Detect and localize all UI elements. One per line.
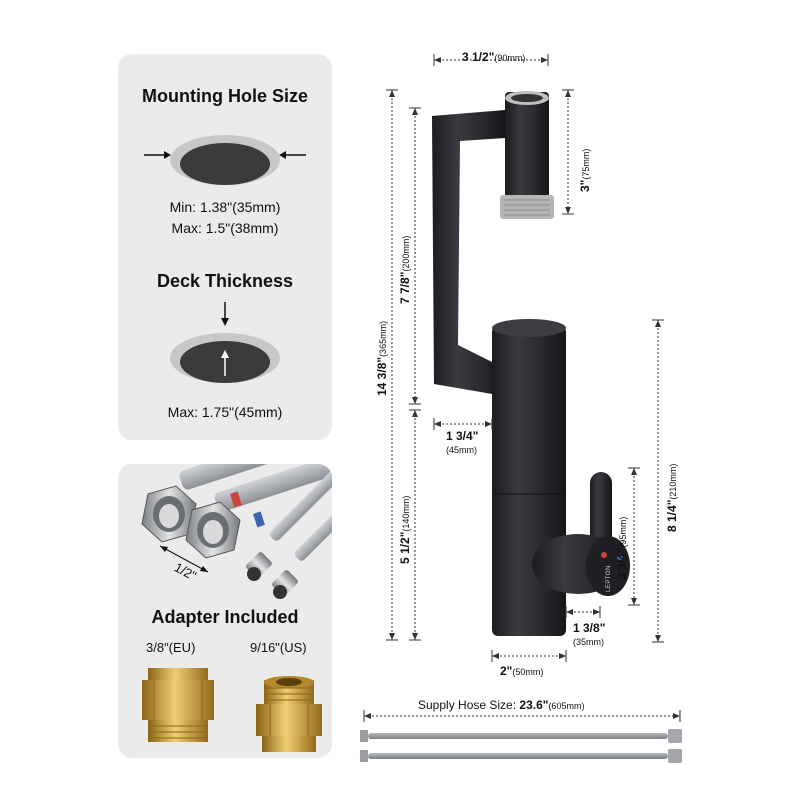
aerator-housing — [505, 92, 549, 200]
arm-height-label: 7 7/8"(200mm) — [398, 235, 412, 304]
hose-size-dimension — [159, 545, 209, 573]
brand-logo: LEPTON — [606, 565, 612, 592]
hot-indicator — [601, 552, 607, 558]
mounting-info-panel: Mounting Hole Size Min: 1.38"(35mm) Max:… — [118, 54, 332, 440]
supply-hose-illustration — [360, 729, 682, 763]
adapter-illustrations — [141, 464, 332, 752]
arrow-down-icon — [221, 318, 229, 326]
aerator-knurl — [500, 195, 554, 219]
body-total-height-label: 8 1/4"(210mm) — [665, 463, 679, 532]
base-diameter-label: 2"(50mm) — [500, 664, 544, 678]
mounting-hole-title: Mounting Hole Size — [142, 86, 308, 106]
deck-thickness-title: Deck Thickness — [156, 271, 294, 291]
aerator-height-label: 3"(75mm) — [578, 148, 592, 192]
total-height-label: 14 3/8"(365mm) — [375, 320, 389, 396]
body-height-label: 5 1/2"(140mm) — [398, 495, 412, 564]
brass-adapter-us — [256, 676, 322, 752]
adapter-info-panel: 1/2" Adapter Included 3/8"(EU) 9/16"(US) — [118, 464, 332, 758]
eu-adapter-label: 3/8"(EU) — [146, 640, 196, 655]
mounting-hole-diagram — [144, 135, 306, 185]
deck-thickness-diagram — [170, 302, 280, 383]
arrow-right-icon — [164, 151, 171, 159]
handle-reach-label: 1 3/8"(35mm) — [573, 621, 606, 648]
base-offset-label: 1 3/4"(45mm) — [446, 429, 479, 456]
deck-max-text: Max: 1.75"(45mm) — [167, 404, 283, 420]
spout-reach-label: 3 1/2"(90mm) — [462, 50, 526, 64]
us-adapter-label: 9/16"(US) — [250, 640, 307, 655]
arrow-left-icon — [279, 151, 286, 159]
mounting-min-text: Min: 1.38"(35mm) — [169, 199, 281, 215]
mounting-max-text: Max: 1.5"(38mm) — [171, 220, 279, 236]
mounting-hole-illustrations — [144, 135, 306, 383]
brass-adapter-eu — [142, 668, 214, 742]
handle-height-label: 3 3/4"(95mm) — [615, 516, 629, 580]
dimension-arrows — [364, 57, 680, 719]
supply-hose-size-label: Supply Hose Size: 23.6"(605mm) — [418, 698, 585, 712]
faucet-illustration — [432, 91, 630, 636]
arrow-up-icon — [221, 350, 229, 358]
braided-hose-photo — [141, 464, 332, 599]
cold-indicator — [617, 554, 623, 560]
adapter-included-title: Adapter Included — [151, 607, 299, 627]
